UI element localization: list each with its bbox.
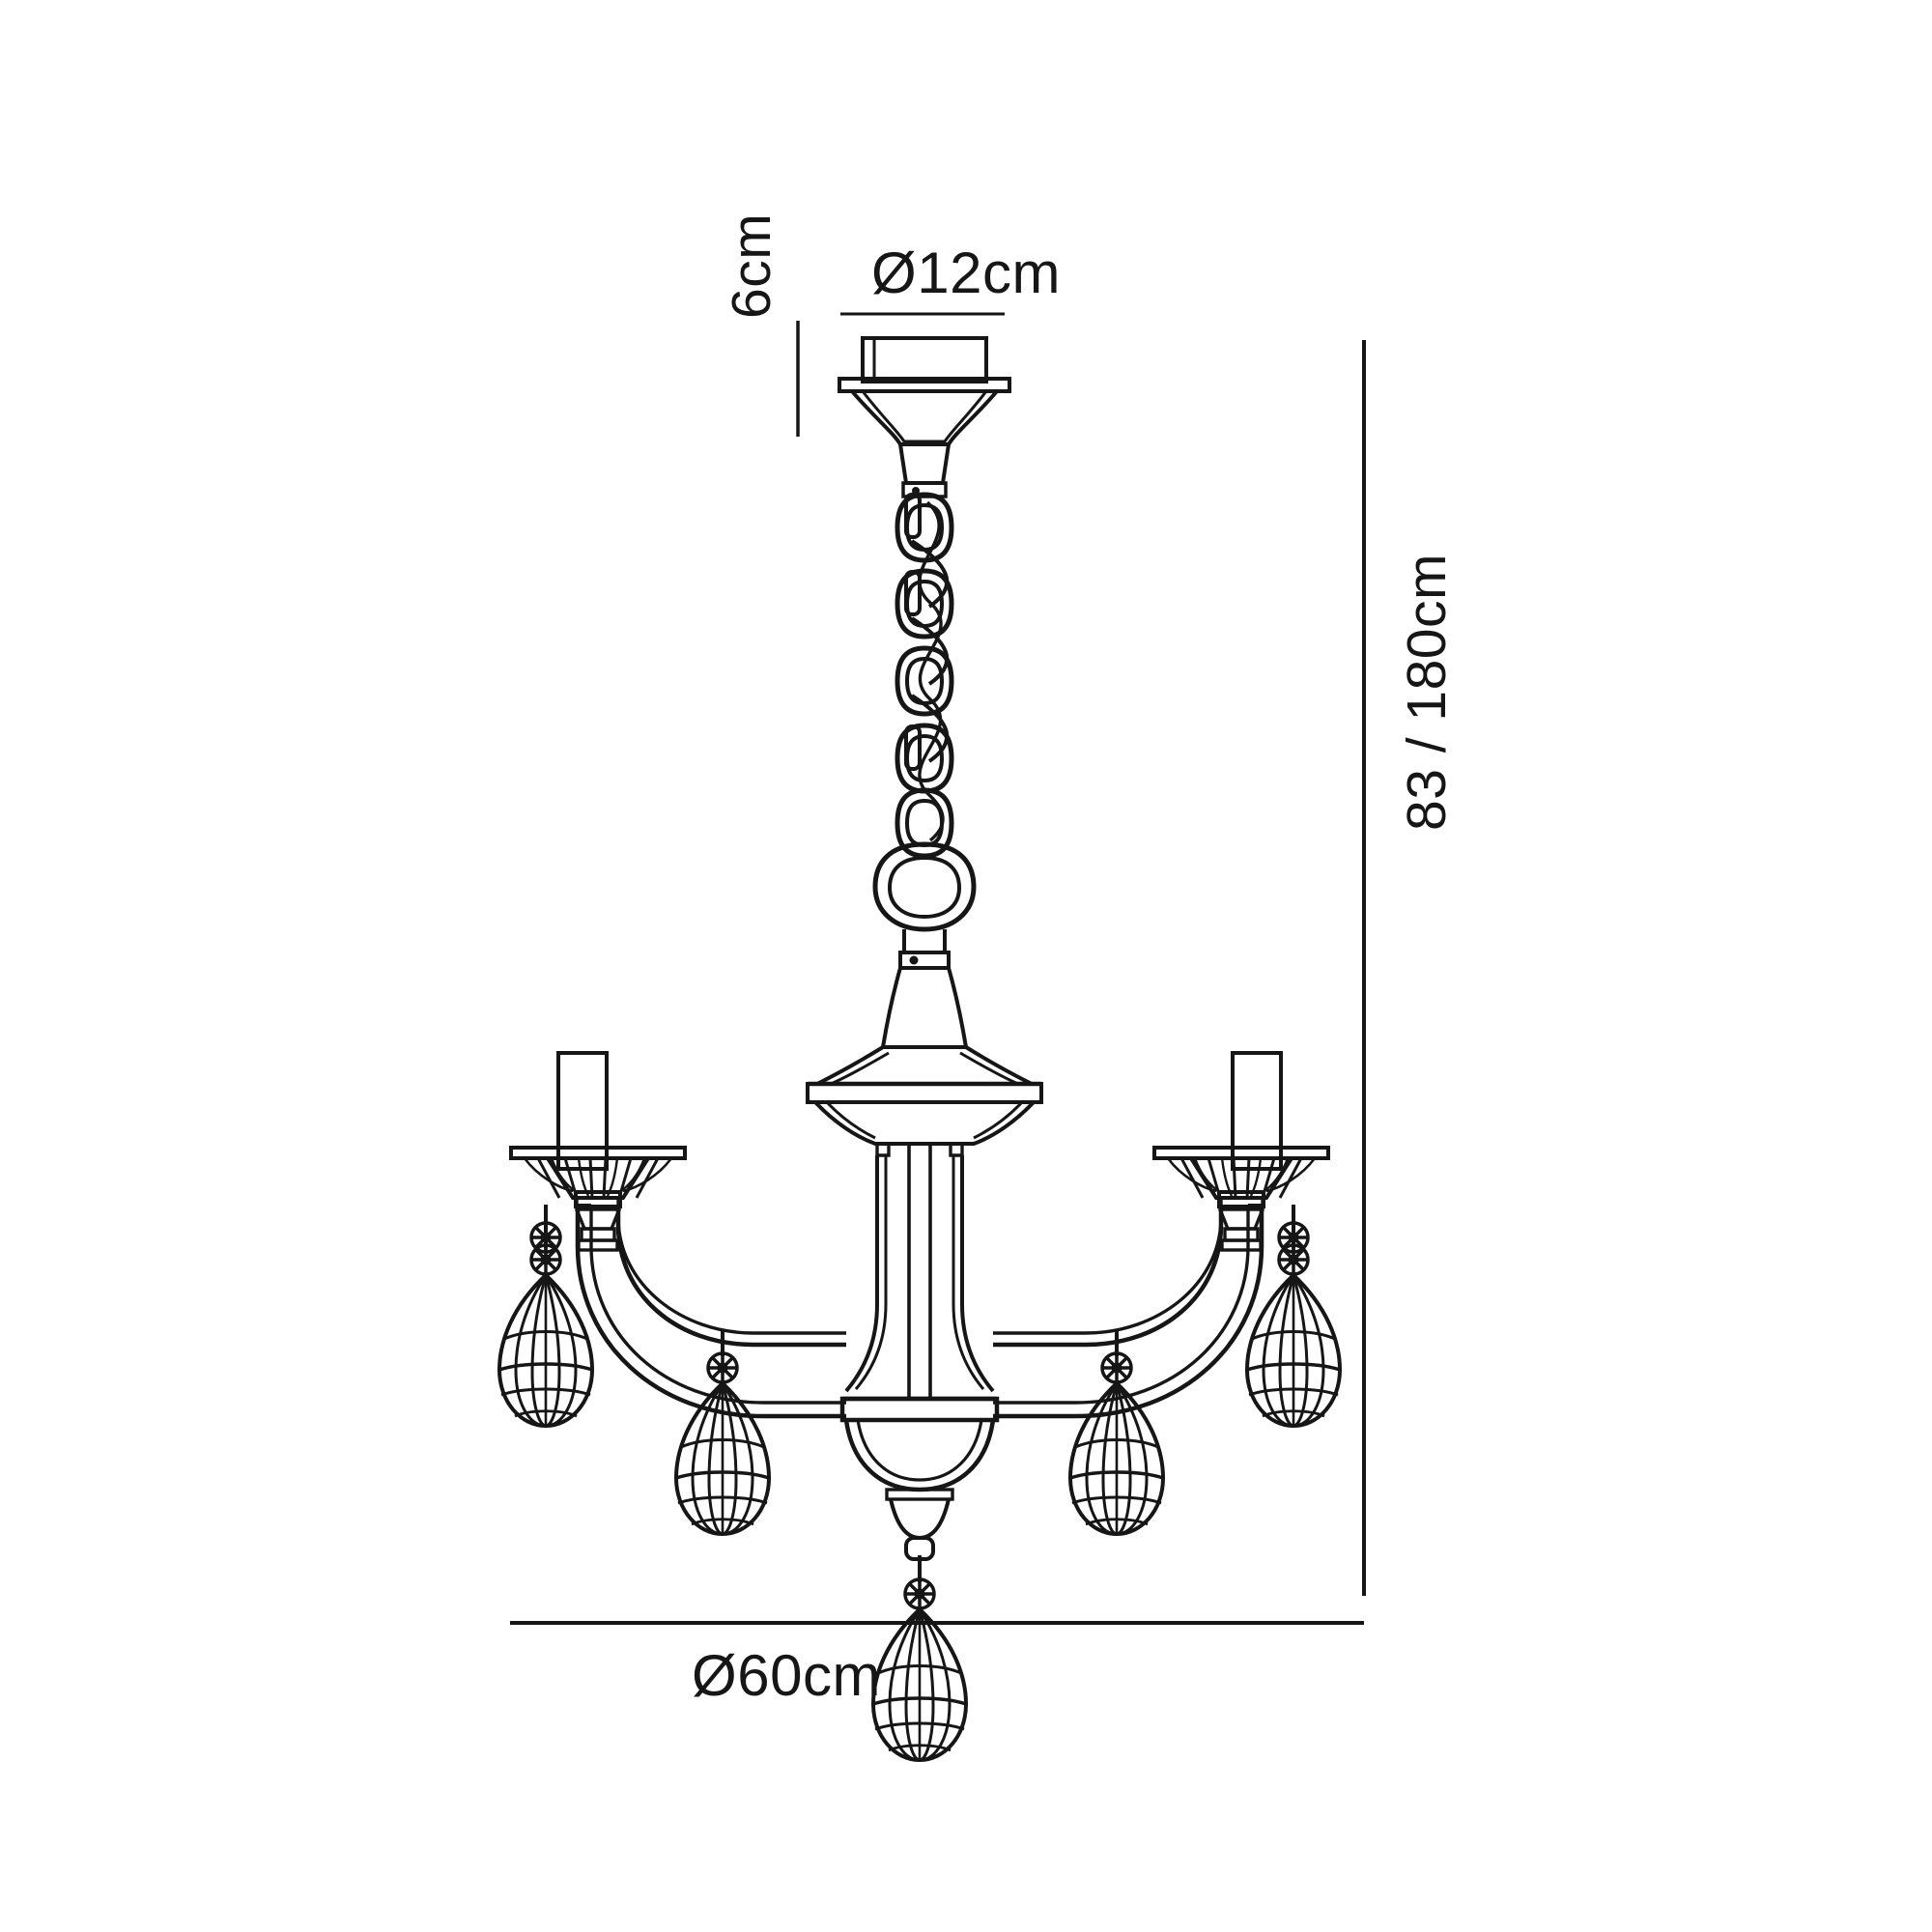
arm-right xyxy=(993,1190,1265,1419)
canopy-cone xyxy=(850,389,999,498)
candle-sleeve-right xyxy=(1231,1051,1283,1171)
crystal-drop-outer-left xyxy=(499,1205,592,1426)
chain-loop xyxy=(872,790,977,932)
suspension-chain xyxy=(897,495,952,842)
candle-sleeve-left xyxy=(556,1051,609,1171)
crystal-drop-inner-right xyxy=(1070,1329,1163,1534)
center-column xyxy=(844,1144,995,1399)
bottom-bowl xyxy=(839,1396,1000,1571)
dimension-label-canopy-diameter: Ø12cm xyxy=(871,241,1061,305)
crystal-drop-outer-right xyxy=(1247,1205,1340,1426)
dimension-label-canopy-drop: 6cm xyxy=(721,213,782,319)
bobeche-right xyxy=(1152,1146,1330,1252)
ceiling-canopy xyxy=(838,336,1011,393)
arm-left xyxy=(574,1190,846,1419)
bobeche-left xyxy=(509,1146,687,1252)
crystal-drop-inner-left xyxy=(676,1329,769,1534)
body-cap xyxy=(806,929,1043,1146)
dimension-label-total-height: 83 / 180cm xyxy=(1396,554,1458,831)
dimension-label-fixture-diameter: Ø60cm xyxy=(692,1643,881,1708)
